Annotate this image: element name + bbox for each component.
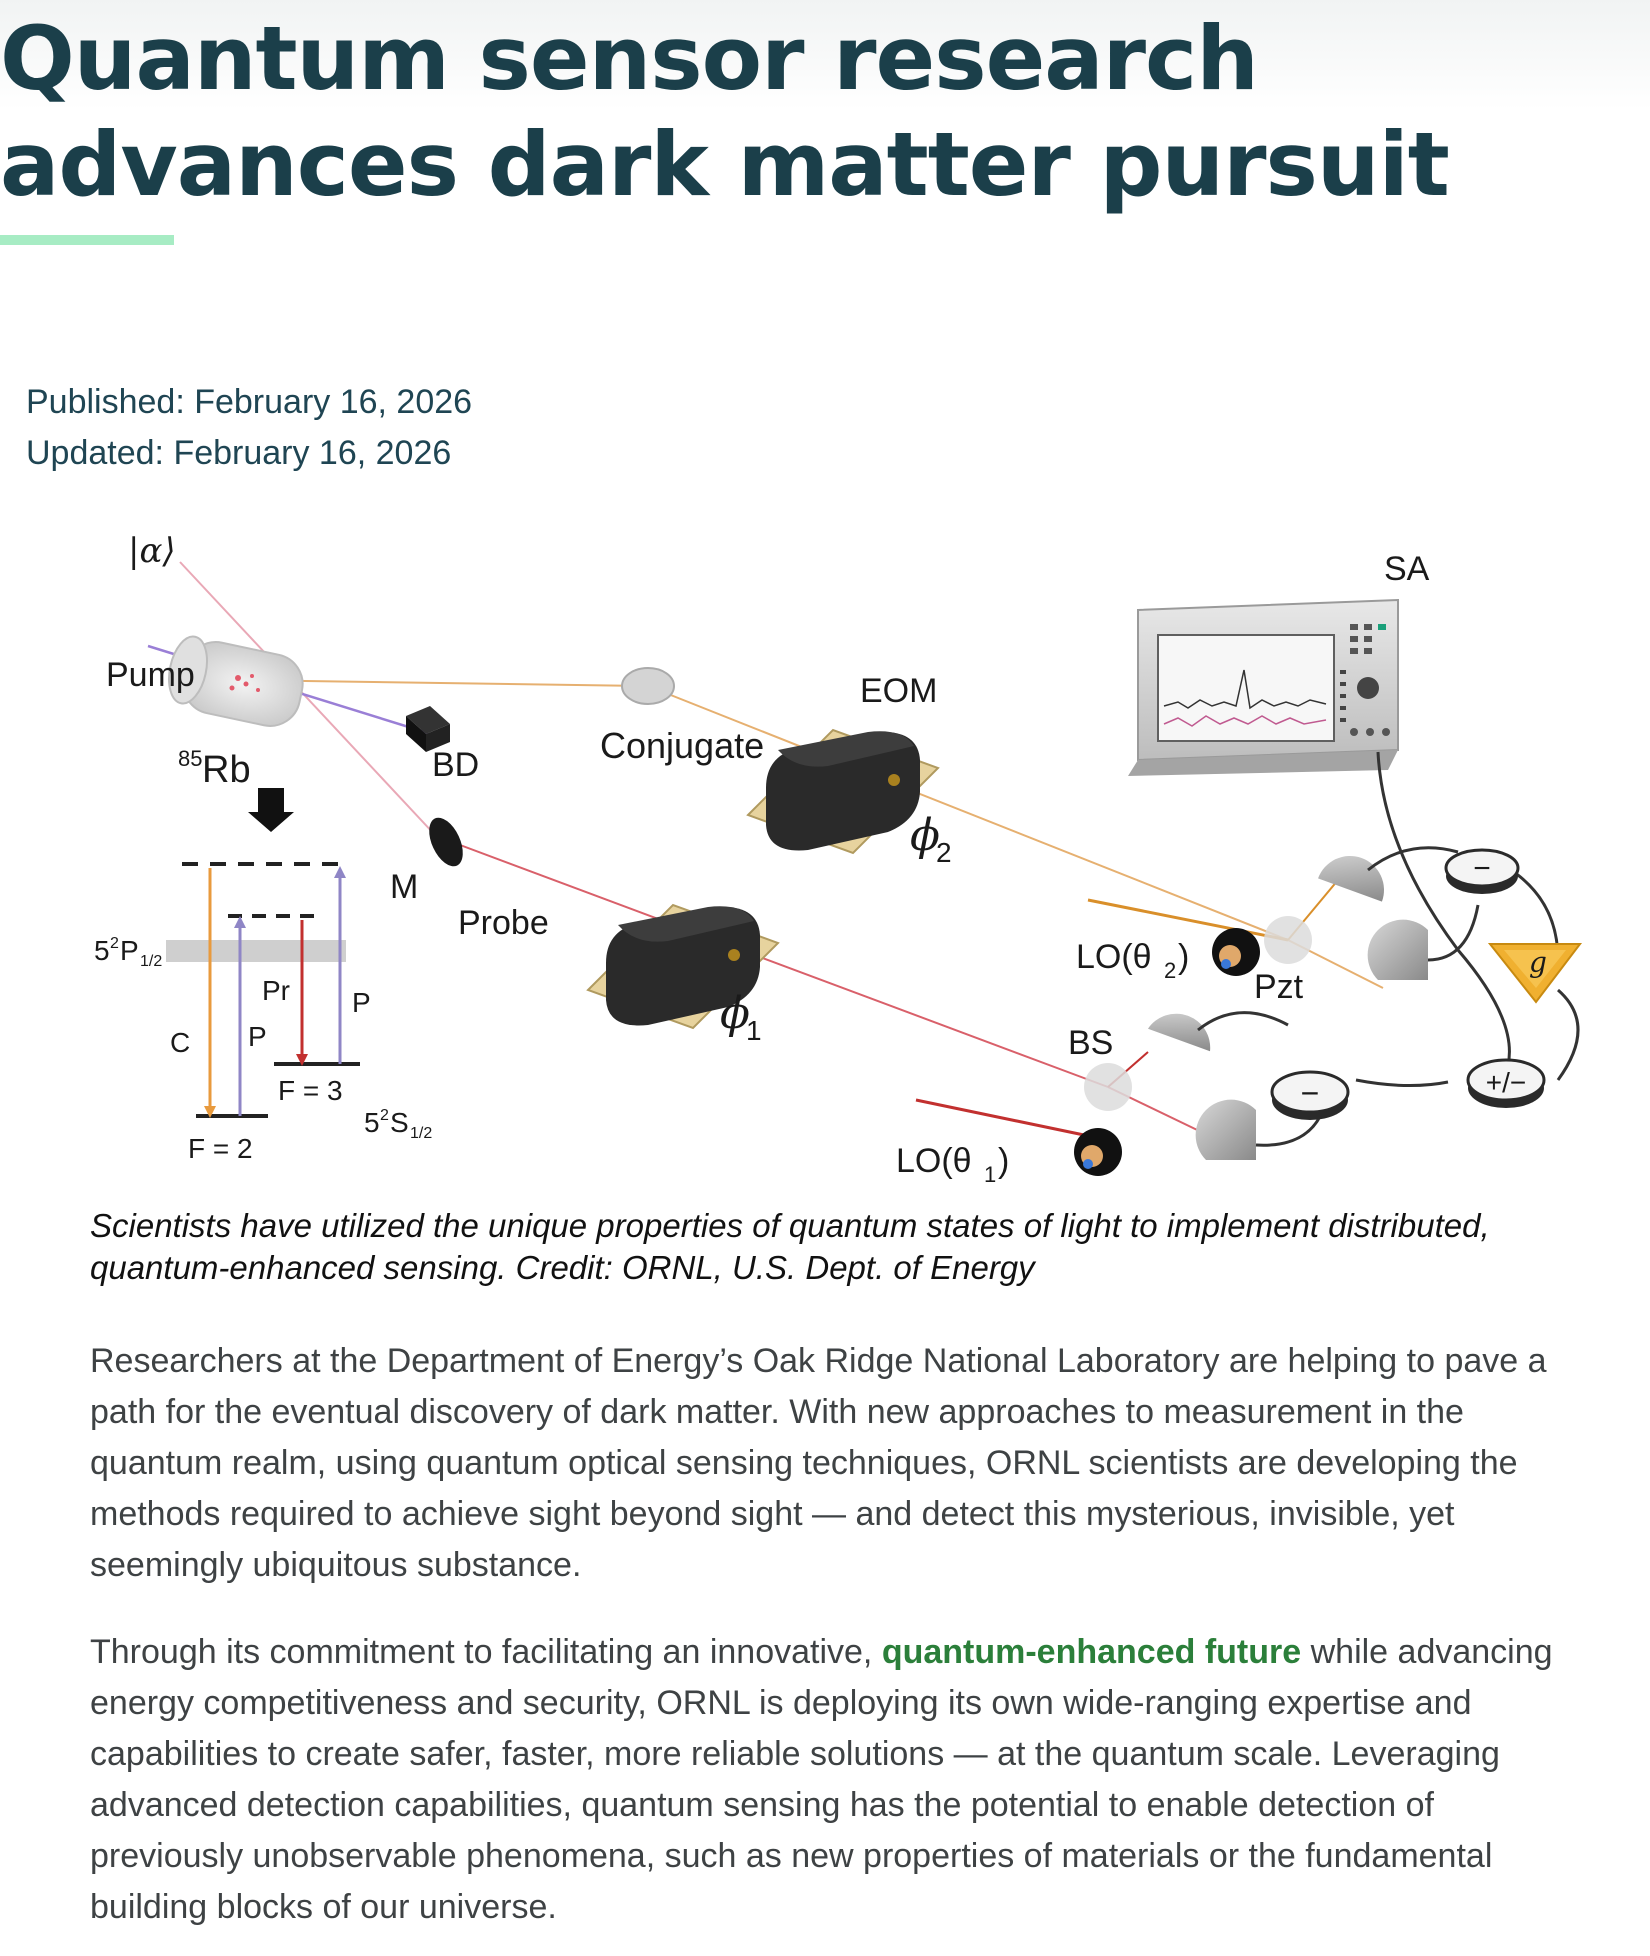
eom-label: EOM: [860, 672, 937, 710]
published-date: Published: February 16, 2026: [26, 383, 473, 421]
lo1-close: ): [998, 1142, 1009, 1180]
paragraph-2-rest: while advancing energy competitiveness a…: [90, 1633, 1553, 1926]
conjugate-label: Conjugate: [600, 725, 764, 766]
paragraph-2-lead: Through its commitment to facilitating a…: [90, 1633, 882, 1671]
phi2-subscript: 2: [936, 837, 952, 868]
f2-label: F = 2: [188, 1133, 253, 1164]
svg-text:−: −: [1473, 852, 1491, 885]
pzt-label: Pzt: [1254, 968, 1304, 1006]
article-headline: Quantum sensor research advances dark ma…: [0, 7, 1450, 216]
p-transition-label-1: P: [248, 1021, 267, 1052]
alpha-label: |α⟩: [128, 531, 176, 571]
lo1-subscript: 1: [984, 1162, 996, 1187]
sa-label: SA: [1384, 550, 1430, 588]
rb-isotope-sup: 85: [178, 746, 202, 771]
pump-label: Pump: [106, 656, 195, 694]
mirror-m: [429, 817, 463, 867]
bs-label: BS: [1068, 1024, 1113, 1062]
level-s-letter: S: [390, 1107, 409, 1138]
level-p-sup: 2: [110, 935, 119, 952]
alpha-input-beam: [179, 561, 437, 837]
level-s-sup: 2: [380, 1107, 389, 1124]
amplifier-gain: g: [1487, 943, 1583, 1004]
svg-text:−: −: [1301, 1075, 1320, 1111]
phi1-subscript: 1: [746, 1015, 762, 1046]
bd-label: BD: [432, 746, 479, 784]
lo1-mirror: [1074, 1128, 1122, 1176]
probe-label: Probe: [458, 904, 549, 942]
f3-label: F = 3: [278, 1075, 343, 1106]
detector-2a: [1318, 856, 1384, 902]
beam-dump: [406, 706, 450, 752]
lo2-close: ): [1178, 938, 1189, 976]
article-figure: − − +/− g: [88, 520, 1588, 1190]
svg-text:g: g: [1529, 946, 1547, 979]
quantum-future-link[interactable]: quantum-enhanced future: [881, 1633, 1302, 1671]
headline-accent-bar: [0, 235, 174, 245]
figure-caption: Scientists have utilized the unique prop…: [90, 1207, 1490, 1286]
lo1-beam: [915, 1098, 1109, 1142]
rb-vapor-cell: [168, 635, 304, 727]
quantum-sensing-diagram: − − +/− g: [94, 531, 1583, 1187]
detector-1a: [1147, 1013, 1211, 1052]
m-label: M: [390, 868, 418, 906]
adder-subtractor: +/−: [1466, 1058, 1546, 1108]
detector-1b: [1195, 1099, 1256, 1160]
pzt-mirror: [1212, 928, 1260, 976]
energy-level-diagram: [166, 788, 360, 1118]
subtractor-1: −: [1270, 1070, 1350, 1120]
subtractor-2: −: [1444, 848, 1520, 894]
updated-date: Updated: February 16, 2026: [26, 434, 452, 472]
phi1-symbol: ϕ: [720, 988, 750, 1039]
lo2-label: LO(θ: [1076, 938, 1152, 976]
lo2-subscript: 2: [1164, 958, 1176, 983]
lo1-label: LO(θ: [896, 1142, 972, 1180]
beam-splitter-1: [1084, 1063, 1132, 1111]
c-transition-label: C: [170, 1027, 190, 1058]
eom-phi1: [586, 903, 780, 1030]
p-transition-label-2: P: [352, 987, 371, 1018]
conjugate-beam-b: [647, 685, 1289, 941]
lo2-beam: [1087, 898, 1289, 942]
spectrum-analyzer: [1128, 598, 1399, 776]
eom-phi2: [746, 728, 940, 855]
conjugate-mirror: [621, 667, 675, 705]
phi2-symbol: ϕ: [910, 810, 940, 861]
svg-text:+/−: +/−: [1486, 1067, 1526, 1098]
level-p-5: 5: [94, 935, 110, 966]
beam-splitter-2: [1264, 916, 1312, 964]
level-p-letter: P: [120, 935, 139, 966]
rb-label: Rb: [202, 749, 251, 791]
header-background: [0, 0, 1650, 110]
conjugate-beam-a: [235, 679, 649, 687]
article-paragraph-1: Researchers at the Department of Energy’…: [90, 1342, 1547, 1584]
article-paragraph-2: Through its commitment to facilitating a…: [90, 1627, 1590, 1933]
detector-2b: [1367, 919, 1428, 980]
probe-beam: [435, 835, 1109, 1088]
pr-transition-label: Pr: [262, 975, 290, 1006]
level-p-sub: 1/2: [140, 953, 162, 970]
level-s-5: 5: [364, 1107, 380, 1138]
level-s-sub: 1/2: [410, 1125, 432, 1142]
